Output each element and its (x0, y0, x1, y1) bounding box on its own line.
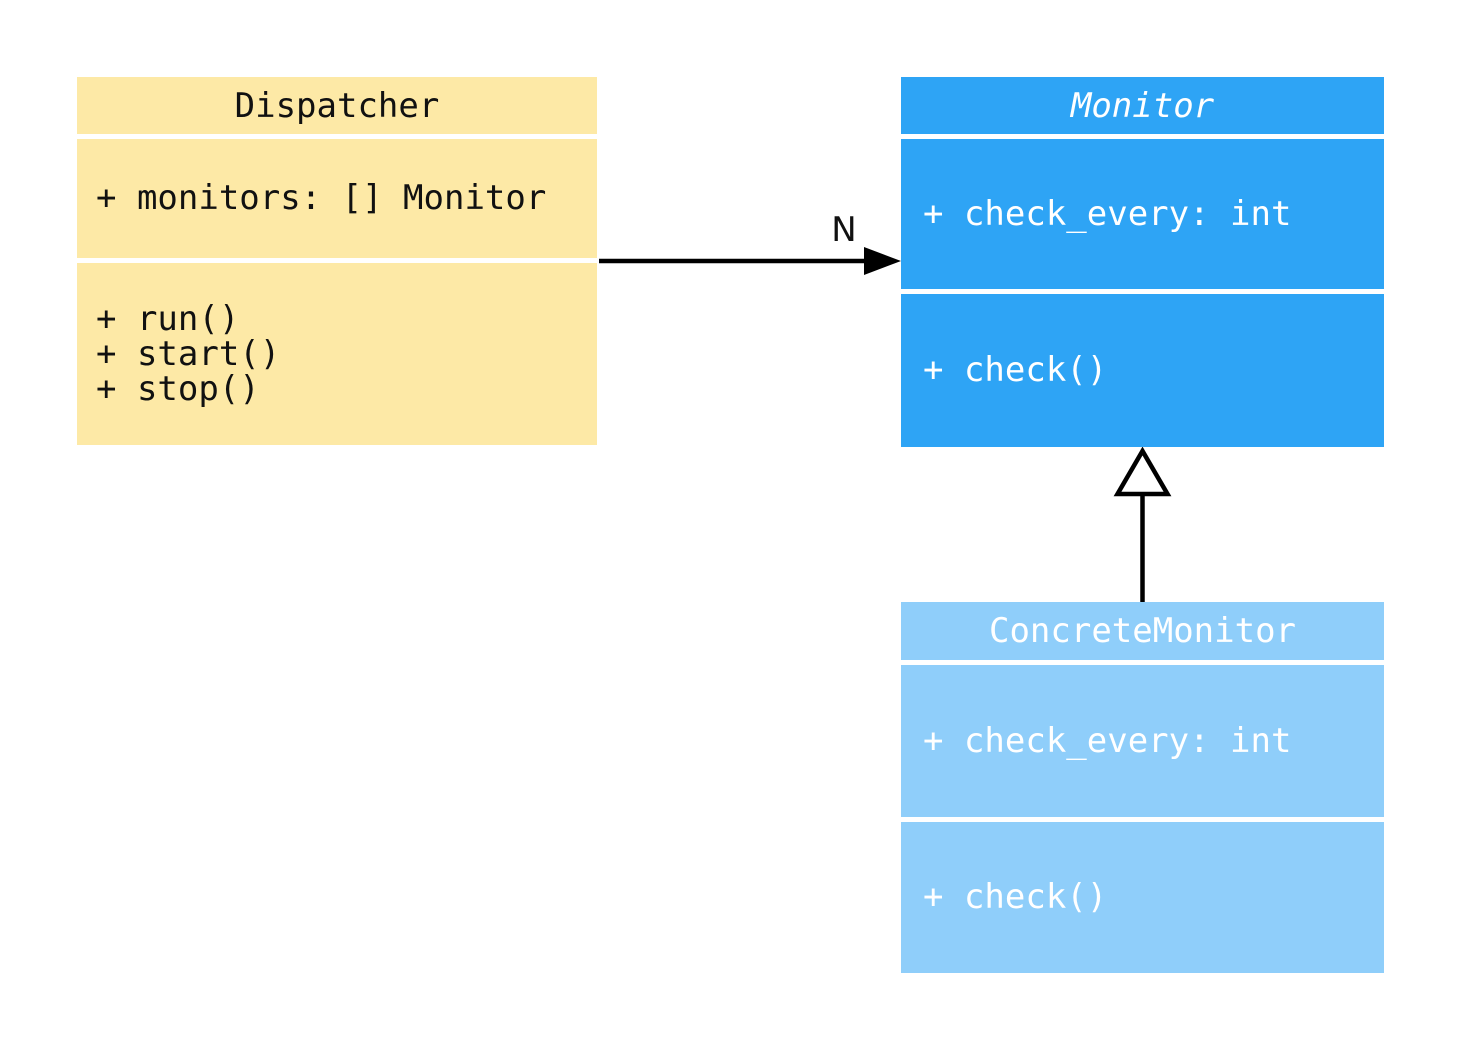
multiplicity-label: N (831, 210, 856, 250)
class-title: Monitor (901, 77, 1384, 134)
class-title: ConcreteMonitor (901, 602, 1384, 660)
class-methods-section: + check() (901, 822, 1384, 973)
method-entry: + check() (923, 877, 1108, 917)
class-box-dispatcher: Dispatcher + monitors: [] Monitor + run(… (77, 77, 597, 445)
class-box-concrete-monitor: ConcreteMonitor + check_every: int + che… (901, 602, 1384, 973)
association-arrowhead-icon (864, 247, 901, 275)
method-entry: + start() (96, 333, 281, 374)
class-title: Dispatcher (77, 77, 597, 134)
method-entry: + stop() (96, 368, 260, 409)
method-entry: + check() (923, 350, 1108, 390)
class-attributes-section: + check_every: int (901, 665, 1384, 817)
method-entry: + run() (96, 298, 240, 339)
attribute-entry: + check_every: int (923, 193, 1292, 234)
attribute-entry: + monitors: [] Monitor (96, 178, 547, 218)
attribute-entry: + check_every: int (923, 720, 1292, 761)
class-methods-section: + check() (901, 294, 1384, 447)
class-box-monitor: Monitor + check_every: int + check() (901, 77, 1384, 447)
class-methods-section: + run() + start() + stop() (77, 263, 597, 445)
class-attributes-section: + monitors: [] Monitor (77, 139, 597, 258)
class-attributes-section: + check_every: int (901, 139, 1384, 289)
inheritance-triangle-icon (1113, 446, 1172, 497)
